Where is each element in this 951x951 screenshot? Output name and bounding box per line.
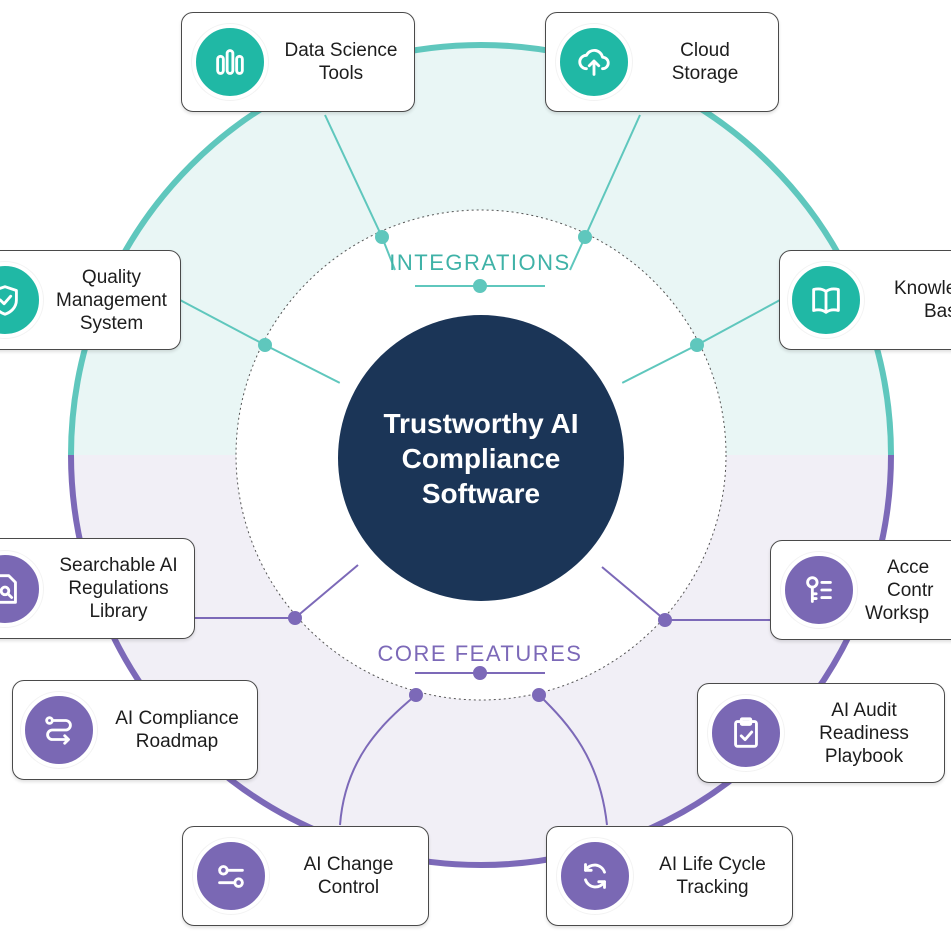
label-line: Cloud — [680, 40, 730, 61]
center-title-line-1: Trustworthy AI — [383, 407, 579, 439]
node-ai-compliance-roadmap[interactable]: AI Compliance Roadmap — [12, 680, 258, 780]
label-line: Tracking — [676, 877, 749, 898]
center-title-line-2: Compliance — [401, 442, 561, 474]
connector-data-science — [324, 114, 383, 238]
center-circle — [338, 315, 624, 601]
roadmap-icon — [21, 692, 97, 768]
cloud-upload-icon — [556, 24, 632, 100]
connector-knowledge — [696, 299, 781, 346]
connector-dot — [258, 338, 272, 352]
label-line: Base — [924, 301, 951, 322]
book-icon — [788, 262, 864, 338]
node-ai-change-control[interactable]: AI Change Control — [182, 826, 429, 926]
node-label: AI Life Cycle Tracking — [633, 853, 792, 899]
connector-dot — [375, 230, 389, 244]
connector-quality — [179, 299, 266, 346]
label-line: Searchable AI — [59, 555, 178, 576]
node-cloud-storage[interactable]: Cloud Storage — [545, 12, 779, 112]
connector-dot — [658, 613, 672, 627]
connector-dot — [578, 230, 592, 244]
node-ai-life-cycle-tracking[interactable]: AI Life Cycle Tracking — [546, 826, 793, 926]
node-access-control-workspace[interactable]: Acce Contr Worksp — [770, 540, 951, 640]
core-features-ring — [68, 455, 894, 868]
node-label: AI Compliance Roadmap — [97, 707, 257, 753]
label-line: Control — [317, 877, 380, 898]
connector-change-control — [339, 694, 417, 826]
node-label: Quality Management System — [43, 266, 180, 335]
node-quality-management-system[interactable]: Quality Management System — [0, 250, 181, 350]
document-search-icon — [0, 550, 43, 627]
connector-dot — [288, 611, 302, 625]
refresh-cycle-icon — [557, 838, 633, 914]
label-line: Management — [56, 289, 167, 311]
node-label: Knowle Base — [864, 277, 951, 323]
label-line: Tools — [318, 63, 364, 84]
connector-life-cycle — [538, 694, 608, 826]
center-title-line-3: Software — [421, 477, 541, 509]
connector-cloud-storage — [584, 114, 641, 238]
node-searchable-regulations-library[interactable]: Searchable AI Regulations Library — [0, 538, 195, 639]
integrations-label-dot — [473, 279, 487, 293]
core-features-heading: CORE FEATURES — [377, 641, 583, 666]
label-line: Storage — [671, 63, 739, 84]
center-title: Trustworthy AI Compliance Software — [338, 315, 624, 601]
label-line: AI Audit — [831, 699, 897, 721]
connector-dot — [409, 688, 423, 702]
label-line: Data Science — [284, 40, 398, 61]
node-label: Data Science Tools — [268, 39, 414, 85]
bar-chart-icon — [192, 24, 268, 100]
label-line: Contr — [887, 579, 934, 601]
label-line: Acce — [887, 556, 930, 578]
connector-dot — [690, 338, 704, 352]
connector-dot — [532, 688, 546, 702]
node-label: Searchable AI Regulations Library — [43, 554, 194, 623]
label-line: Library — [89, 601, 148, 622]
clipboard-check-icon — [708, 695, 784, 771]
label-line: AI Change — [303, 854, 394, 875]
integrations-heading: INTEGRATIONS — [389, 250, 571, 275]
core-features-label-dot — [473, 666, 487, 680]
label-line: Roadmap — [135, 731, 219, 752]
label-line: Regulations — [68, 578, 169, 599]
label-line: Knowle — [894, 278, 951, 299]
label-line: Quality — [81, 266, 142, 288]
node-label: Cloud Storage — [632, 39, 778, 85]
node-knowledge-base[interactable]: Knowle Base — [779, 250, 951, 350]
integrations-ring — [68, 42, 894, 455]
node-label: AI Change Control — [269, 853, 428, 899]
node-ai-audit-readiness-playbook[interactable]: AI Audit Readiness Playbook — [697, 683, 945, 783]
node-data-science-tools[interactable]: Data Science Tools — [181, 12, 415, 112]
label-line: Playbook — [824, 745, 904, 767]
label-line: Readiness — [819, 722, 909, 744]
shield-icon — [0, 262, 43, 338]
toggle-sliders-icon — [193, 838, 269, 914]
label-line: Worksp — [865, 602, 930, 624]
label-line: System — [79, 312, 144, 334]
node-label: Acce Contr Worksp — [857, 556, 951, 625]
label-line: AI Life Cycle — [659, 854, 766, 875]
key-list-icon — [781, 552, 857, 628]
label-line: AI Compliance — [115, 708, 239, 729]
node-label: AI Audit Readiness Playbook — [784, 699, 944, 768]
